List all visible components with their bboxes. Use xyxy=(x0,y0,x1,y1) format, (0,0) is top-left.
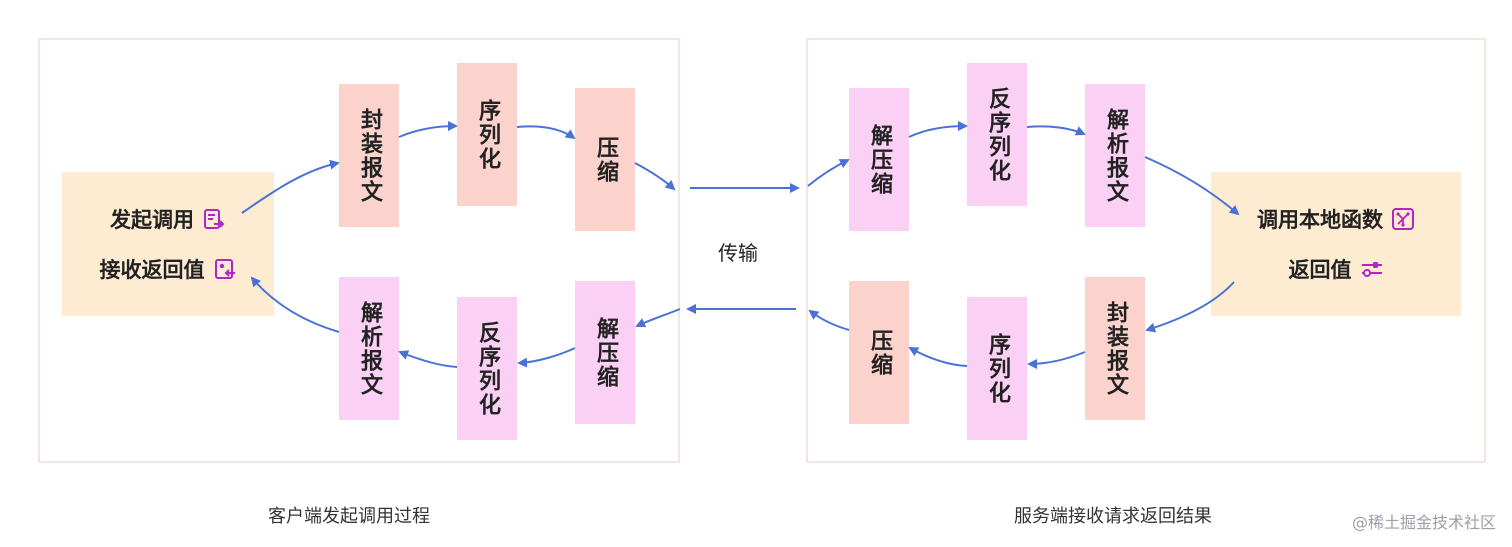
client-step-encapsulate: 封装报文 xyxy=(339,84,399,227)
client-return-row: 接收返回值 xyxy=(100,254,237,284)
client-step-decompress: 解压缩 xyxy=(575,281,635,424)
server-caption: 服务端接收请求返回结果 xyxy=(1014,506,1212,527)
arrow-parse-to-call xyxy=(1144,156,1240,216)
client-call-row: 发起调用 xyxy=(110,204,226,234)
client-step-serialize: 序列化 xyxy=(457,63,517,206)
server-step-deserialize: 反序列化 xyxy=(967,63,1027,206)
document-arrow-icon xyxy=(202,207,226,231)
server-step-parse: 解析报文 xyxy=(1085,84,1145,227)
client-step-parse: 解析报文 xyxy=(339,277,399,420)
arrow-compress-to-transfer-back xyxy=(808,309,850,331)
arrow-serialize-to-compress-back xyxy=(908,347,968,367)
arrow-deserialize-to-parse-back xyxy=(398,350,458,368)
server-step-decompress: 解压缩 xyxy=(849,88,909,231)
server-step-serialize: 序列化 xyxy=(967,297,1027,440)
arrow-deserialize-to-parse xyxy=(1026,125,1086,136)
arrow-decompress-to-deserialize-back xyxy=(517,347,576,368)
server-endpoint-box: 调用本地函数 返回值 xyxy=(1211,172,1461,316)
arrow-call-to-encapsulate xyxy=(241,159,340,214)
watermark-label: @稀土掘金技术社区 xyxy=(1351,513,1496,532)
arrow-serialize-to-compress xyxy=(516,125,576,140)
sliders-icon xyxy=(1360,257,1384,281)
arrow-parse-to-return xyxy=(250,276,340,333)
client-call-label: 发起调用 xyxy=(110,208,194,232)
return-doc-icon xyxy=(213,257,237,281)
transfer-label: 传输 xyxy=(718,241,758,265)
server-call-row: 调用本地函数 xyxy=(1257,204,1415,234)
server-return-label: 返回值 xyxy=(1288,258,1352,282)
server-call-label: 调用本地函数 xyxy=(1257,208,1383,232)
arrow-decompress-to-deserialize xyxy=(908,121,968,138)
server-step-compress: 压缩 xyxy=(849,281,909,424)
server-step-encapsulate: 封装报文 xyxy=(1085,277,1145,420)
function-grid-icon xyxy=(1391,207,1415,231)
client-endpoint-box: 发起调用 接收返回值 xyxy=(62,172,274,316)
client-step-deserialize: 反序列化 xyxy=(457,297,517,440)
arrow-return-to-encapsulate xyxy=(1145,281,1235,333)
client-step-compress: 压缩 xyxy=(575,88,635,231)
client-return-label: 接收返回值 xyxy=(99,258,205,282)
arrow-encapsulate-to-serialize xyxy=(398,121,458,138)
server-return-row: 返回值 xyxy=(1289,254,1384,284)
arrow-transfer-to-decompress-back xyxy=(635,308,681,328)
arrow-transfer-to-decompress xyxy=(807,159,850,187)
arrow-compress-to-transfer xyxy=(634,162,676,191)
client-caption: 客户端发起调用过程 xyxy=(268,506,430,527)
arrow-encapsulate-to-serialize-back xyxy=(1027,351,1086,369)
